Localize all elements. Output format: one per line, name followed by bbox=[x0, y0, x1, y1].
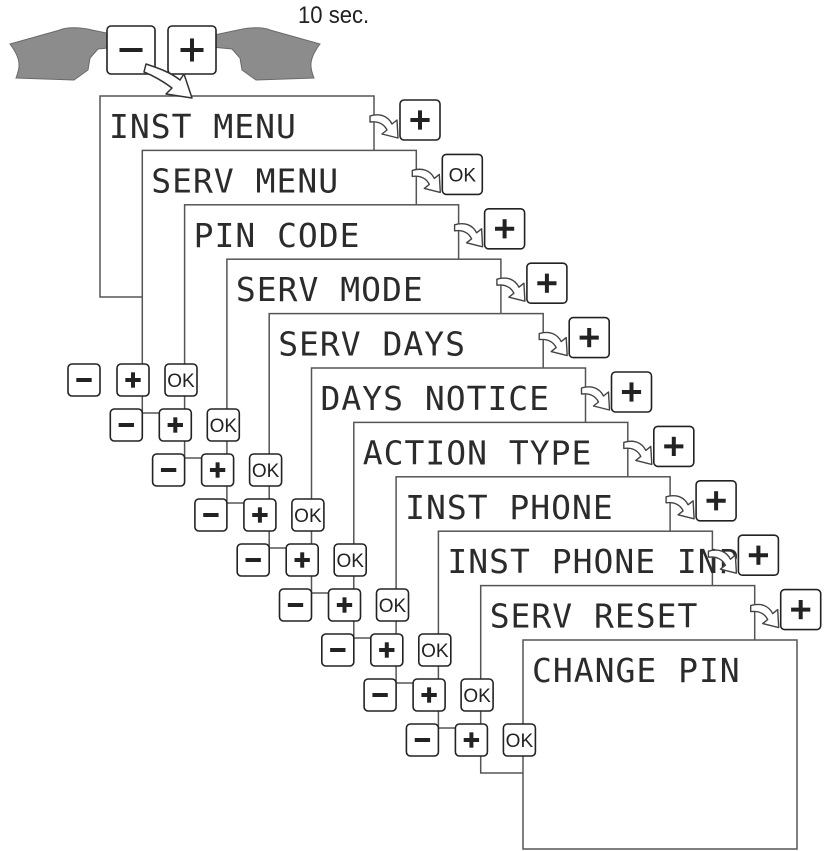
next-arrow-icon bbox=[707, 549, 738, 574]
next-arrow-icon bbox=[411, 168, 441, 194]
next-plus-button[interactable] bbox=[568, 316, 611, 359]
next-arrow-icon bbox=[665, 494, 695, 520]
hold-plus-button[interactable] bbox=[167, 25, 217, 75]
confirm-ok-button[interactable]: OK bbox=[164, 363, 198, 397]
decrease-button[interactable] bbox=[67, 363, 101, 397]
confirm-ok-button[interactable]: OK bbox=[206, 408, 241, 442]
confirm-ok-button[interactable]: OK bbox=[375, 588, 410, 622]
ok-key-label: OK bbox=[294, 506, 322, 527]
decrease-button[interactable] bbox=[278, 588, 313, 622]
next-arrow-icon bbox=[453, 222, 484, 248]
next-arrow-icon bbox=[538, 331, 568, 357]
increase-button[interactable] bbox=[327, 588, 362, 622]
increase-button[interactable] bbox=[158, 408, 193, 442]
decrease-button[interactable] bbox=[151, 453, 186, 487]
menu-item-label: SERV DAYS bbox=[278, 325, 466, 364]
next-arrow-icon bbox=[623, 440, 653, 466]
increase-button[interactable] bbox=[200, 453, 235, 487]
next-plus-button[interactable] bbox=[399, 99, 441, 141]
next-plus-button[interactable] bbox=[652, 425, 695, 468]
confirm-ok-button[interactable]: OK bbox=[460, 678, 494, 712]
decrease-button[interactable] bbox=[405, 723, 440, 757]
increase-button[interactable] bbox=[116, 363, 150, 397]
next-arrow-icon bbox=[496, 277, 526, 302]
next-arrow-icon bbox=[750, 603, 780, 629]
left-hand-icon bbox=[9, 27, 119, 81]
ok-key-label: OK bbox=[421, 641, 449, 662]
decrease-button[interactable] bbox=[320, 633, 355, 667]
increase-button[interactable] bbox=[243, 498, 277, 532]
menu-screen-11: CHANGE PIN OK bbox=[405, 639, 798, 850]
next-plus-button[interactable] bbox=[779, 588, 822, 631]
ok-key-label: OK bbox=[252, 461, 280, 482]
confirm-ok-button[interactable]: OK bbox=[333, 543, 368, 577]
next-plus-button[interactable] bbox=[737, 534, 780, 577]
decrease-button[interactable] bbox=[236, 543, 270, 577]
next-plus-button[interactable] bbox=[526, 262, 568, 305]
next-arrow-icon bbox=[369, 114, 399, 139]
ok-key-label: OK bbox=[449, 165, 477, 186]
ok-key-label: OK bbox=[506, 731, 534, 752]
menu-item-label: SERV MODE bbox=[236, 270, 424, 309]
ok-key-label: OK bbox=[167, 371, 195, 392]
decrease-button[interactable] bbox=[363, 678, 397, 712]
menu-item-label: PIN CODE bbox=[194, 216, 361, 255]
ok-key-label: OK bbox=[336, 551, 364, 572]
hold-time-label: 10 sec. bbox=[298, 2, 370, 29]
next-ok-button[interactable]: OK bbox=[441, 153, 484, 196]
next-arrow-icon bbox=[580, 386, 611, 411]
menu-item-label: SERV MENU bbox=[151, 161, 339, 200]
entry-arrow-icon bbox=[143, 63, 193, 99]
confirm-ok-button[interactable]: OK bbox=[248, 453, 283, 487]
panel-layer: INST MENU SERV MENU OK PIN CODE OK SERV MODE O… bbox=[67, 95, 822, 850]
increase-button[interactable] bbox=[369, 633, 404, 667]
confirm-ok-button[interactable]: OK bbox=[417, 633, 452, 667]
menu-item-label: INST PHONE bbox=[405, 488, 614, 527]
menu-item-label: SERV RESET bbox=[490, 597, 699, 636]
increase-button[interactable] bbox=[454, 723, 489, 757]
confirm-ok-button[interactable]: OK bbox=[291, 498, 325, 532]
menu-item-label: CHANGE PIN bbox=[532, 651, 741, 690]
confirm-ok-button[interactable]: OK bbox=[502, 723, 537, 757]
decrease-button[interactable] bbox=[109, 408, 144, 442]
menu-item-label: INST PHONE INP bbox=[447, 542, 739, 581]
ok-key-label: OK bbox=[463, 686, 491, 707]
increase-button[interactable] bbox=[285, 543, 320, 577]
ok-key-label: OK bbox=[379, 596, 407, 617]
menu-item-label: DAYS NOTICE bbox=[321, 379, 551, 418]
hold-instruction bbox=[9, 25, 321, 99]
increase-button[interactable] bbox=[412, 678, 446, 712]
right-hand-icon bbox=[211, 27, 321, 81]
decrease-button[interactable] bbox=[194, 498, 228, 532]
next-plus-button[interactable] bbox=[695, 479, 737, 522]
menu-item-label: INST MENU bbox=[109, 107, 297, 146]
menu-item-label: ACTION TYPE bbox=[363, 433, 593, 472]
ok-key-label: OK bbox=[210, 416, 238, 437]
next-plus-button[interactable] bbox=[483, 208, 526, 250]
next-plus-button[interactable] bbox=[610, 371, 653, 413]
hold-minus-button[interactable] bbox=[106, 25, 156, 75]
